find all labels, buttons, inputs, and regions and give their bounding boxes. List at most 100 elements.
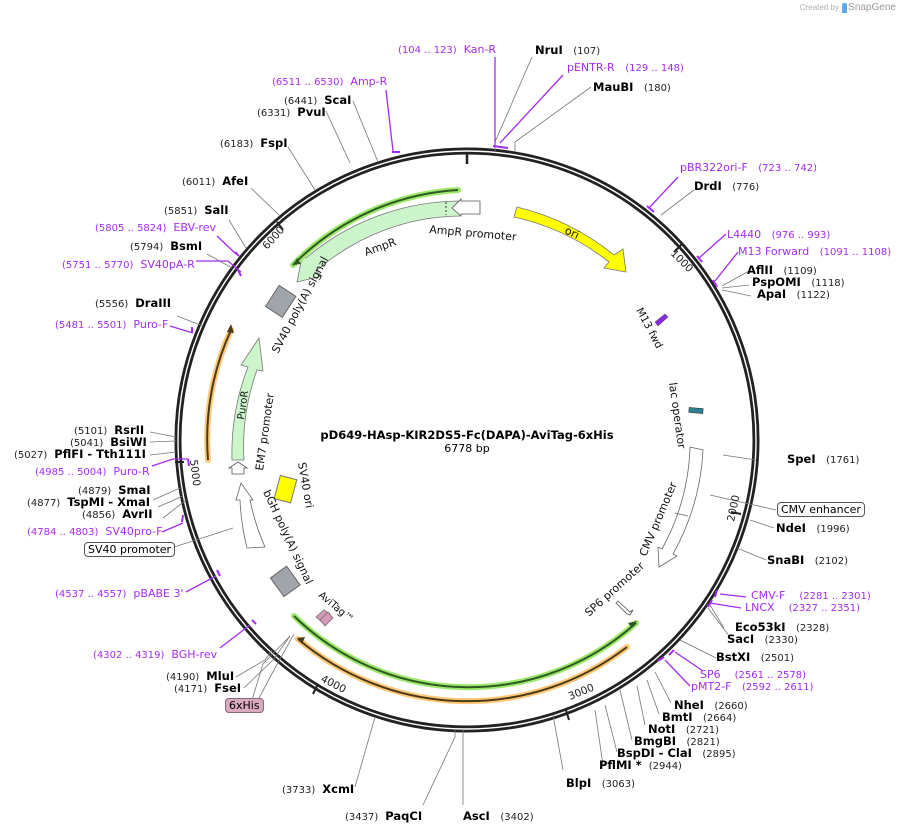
- primer-range: (4985 .. 5004): [35, 467, 107, 478]
- bgh-polya-box[interactable]: [269, 565, 301, 598]
- enzyme-pvui[interactable]: (6331) PvuI: [257, 106, 326, 120]
- enzyme-name: SmaI: [118, 483, 151, 497]
- enzyme-bstxi[interactable]: BstXI (2501): [716, 651, 794, 665]
- primer-kan-r[interactable]: (104 .. 123) Kan-R: [398, 44, 496, 57]
- enzyme-pos: (2944): [648, 761, 682, 772]
- primer-range: (5751 .. 5770): [62, 260, 134, 271]
- primer-pentr-r[interactable]: pENTR-R (129 .. 148): [567, 62, 684, 75]
- primer-range: (2281 .. 2301): [799, 591, 871, 602]
- puror-feature[interactable]: [231, 336, 264, 461]
- enzyme-name: SalI: [204, 203, 229, 217]
- primer-range: (2592 .. 2611): [742, 682, 814, 693]
- em7-promoter-feature[interactable]: [227, 461, 249, 475]
- avitag-feature[interactable]: [315, 609, 334, 627]
- enzyme-noti[interactable]: NotI (2721): [648, 723, 719, 737]
- enzyme-xcmi[interactable]: (3733) XcmI: [282, 783, 354, 797]
- primer-sv40pa-r[interactable]: (5751 .. 5770) SV40pA-R: [62, 259, 195, 272]
- ampr-promoter-feature[interactable]: [451, 198, 481, 217]
- primer-name: LNCX: [745, 601, 775, 614]
- enzyme-name: AscI: [463, 809, 490, 823]
- enzyme-saci[interactable]: SacI (2330): [727, 633, 798, 647]
- primer-pbabe-3[interactable]: (4537 .. 4557) pBABE 3': [55, 588, 184, 601]
- enzyme-fspi[interactable]: (6183) FspI: [220, 137, 287, 151]
- enzyme-avrii[interactable]: (4856) AvrII: [82, 508, 152, 522]
- ampr-promoter-label: AmpR promoter: [429, 223, 518, 244]
- enzyme-snabi[interactable]: SnaBI (2102): [767, 554, 848, 568]
- feature-6xhis[interactable]: 6xHis: [225, 698, 264, 713]
- primer-pmt2-f[interactable]: pMT2-F (2592 .. 2611): [691, 681, 813, 694]
- enzyme-sali[interactable]: (5851) SalI: [164, 204, 229, 218]
- enzyme-ndei[interactable]: NdeI (1996): [776, 522, 850, 536]
- enzyme-name: MluI: [206, 669, 235, 683]
- enzyme-aflii[interactable]: AflII (1109): [747, 264, 817, 278]
- enzyme-spei[interactable]: SpeI (1761): [787, 453, 859, 467]
- ori-feature[interactable]: [513, 206, 627, 273]
- enzyme-rsrii[interactable]: (5101) RsrII: [74, 424, 144, 438]
- credit-prefix: Created by: [799, 3, 839, 12]
- sv40-polya-box[interactable]: [264, 284, 297, 319]
- enzyme-pos: (3733): [282, 785, 316, 796]
- primer-ebv-rev[interactable]: (5805 .. 5824) EBV-rev: [95, 222, 216, 235]
- primer-sp6[interactable]: SP6 (2561 .. 2578): [700, 669, 806, 682]
- enzyme-afei[interactable]: (6011) AfeI: [182, 175, 248, 189]
- enzyme-apai[interactable]: ApaI (1122): [757, 288, 830, 302]
- primer-amp-r[interactable]: (6511 .. 6530) Amp-R: [272, 76, 387, 89]
- enzyme-draiii[interactable]: (5556) DraIII: [95, 297, 171, 311]
- enzyme-name: FspI: [260, 136, 288, 150]
- enzyme-bmgbi[interactable]: BmgBI (2821): [634, 735, 720, 749]
- enzyme-mlui[interactable]: (4190) MluI: [166, 670, 234, 684]
- m13-fwd-label: M13 fwd: [633, 306, 665, 351]
- bgh-polya-feature[interactable]: [235, 482, 266, 549]
- cmv-promoter-feature[interactable]: [657, 446, 704, 568]
- enzyme-psp0mi[interactable]: PspOMI (1118): [752, 276, 845, 290]
- sv40-ori-box[interactable]: [273, 474, 298, 504]
- sv40-promoter-label: SV40 promoter: [84, 542, 176, 557]
- enzyme-name: NdeI: [776, 521, 806, 535]
- enzyme-nhei[interactable]: NheI (2660): [674, 699, 748, 713]
- enzyme-pos: (4877): [27, 498, 61, 509]
- enzyme-pflfi-tth111i[interactable]: (5027) PflFI - Tth111I: [14, 448, 146, 462]
- primer-bgh-rev[interactable]: (4302 .. 4319) BGH-rev: [93, 649, 217, 662]
- enzyme-bsmi[interactable]: (5794) BsmI: [130, 240, 202, 254]
- lac-operator-box[interactable]: [688, 407, 704, 414]
- enzyme-blpi[interactable]: BlpI (3063): [566, 777, 635, 791]
- primer-puro-f[interactable]: (5481 .. 5501) Puro-F: [55, 319, 168, 332]
- primer-cmv-f[interactable]: CMV-F (2281 .. 2301): [751, 590, 871, 603]
- primer-puro-r[interactable]: (4985 .. 5004) Puro-R: [35, 466, 150, 479]
- enzyme-bmti[interactable]: BmtI (2664): [662, 711, 736, 725]
- enzyme-name: RsrII: [114, 423, 145, 437]
- ampr-feature[interactable]: [296, 200, 461, 283]
- enzyme-fsei[interactable]: (4171) FseI: [174, 682, 241, 696]
- primer-m13-forward[interactable]: M13 Forward (1091 .. 1108): [738, 246, 891, 259]
- primer-sv40pro-f[interactable]: (4784 .. 4803) SV40pro-F: [27, 526, 162, 539]
- enzyme-name: DrdI: [694, 179, 722, 193]
- enzyme-pos: (6183): [220, 139, 254, 150]
- enzyme-eco53ki[interactable]: Eco53kI (2328): [735, 621, 829, 635]
- enzyme-paqci[interactable]: (3437) PaqCI: [345, 810, 422, 824]
- feature-sv40-promoter[interactable]: SV40 promoter: [84, 542, 176, 557]
- enzyme-maubi[interactable]: MauBI (180): [593, 81, 671, 95]
- feature-cmv-enhancer[interactable]: CMV enhancer: [777, 502, 865, 517]
- m13-fwd-feature[interactable]: [654, 313, 669, 327]
- enzyme-scai[interactable]: (6441) ScaI: [284, 94, 351, 108]
- primer-name: Amp-R: [350, 75, 388, 88]
- enzyme-drdi[interactable]: DrdI (776): [694, 180, 759, 194]
- enzyme-pflmi[interactable]: PflMI * (2944): [599, 759, 682, 773]
- enzyme-smai[interactable]: (4879) SmaI: [78, 484, 151, 498]
- primer-name: Puro-F: [133, 318, 169, 331]
- primer-name: SV40pro-F: [105, 525, 163, 538]
- enzyme-pos: (5027): [14, 450, 48, 461]
- primer-name: M13 Forward: [738, 245, 810, 258]
- primer-name: CMV-F: [751, 589, 786, 602]
- enzyme-name: FseI: [214, 681, 242, 695]
- enzyme-asci[interactable]: AscI (3402): [463, 810, 534, 824]
- enzyme-name: ApaI: [757, 287, 787, 301]
- enzyme-bsiwi[interactable]: (5041) BsiWI: [70, 436, 147, 450]
- primer-pbr322ori-f[interactable]: pBR322ori-F (723 .. 742): [680, 162, 817, 175]
- enzyme-nrui[interactable]: NruI (107): [535, 44, 600, 58]
- sp6-promoter-feature[interactable]: [615, 600, 634, 616]
- primer-lncx[interactable]: LNCX (2327 .. 2351): [745, 602, 860, 615]
- primer-l4440[interactable]: L4440 (976 .. 993): [727, 229, 830, 242]
- enzyme-bspdi-clai[interactable]: BspDI - ClaI (2895): [617, 747, 736, 761]
- enzyme-tspmi-xmai[interactable]: (4877) TspMI - XmaI: [27, 496, 150, 510]
